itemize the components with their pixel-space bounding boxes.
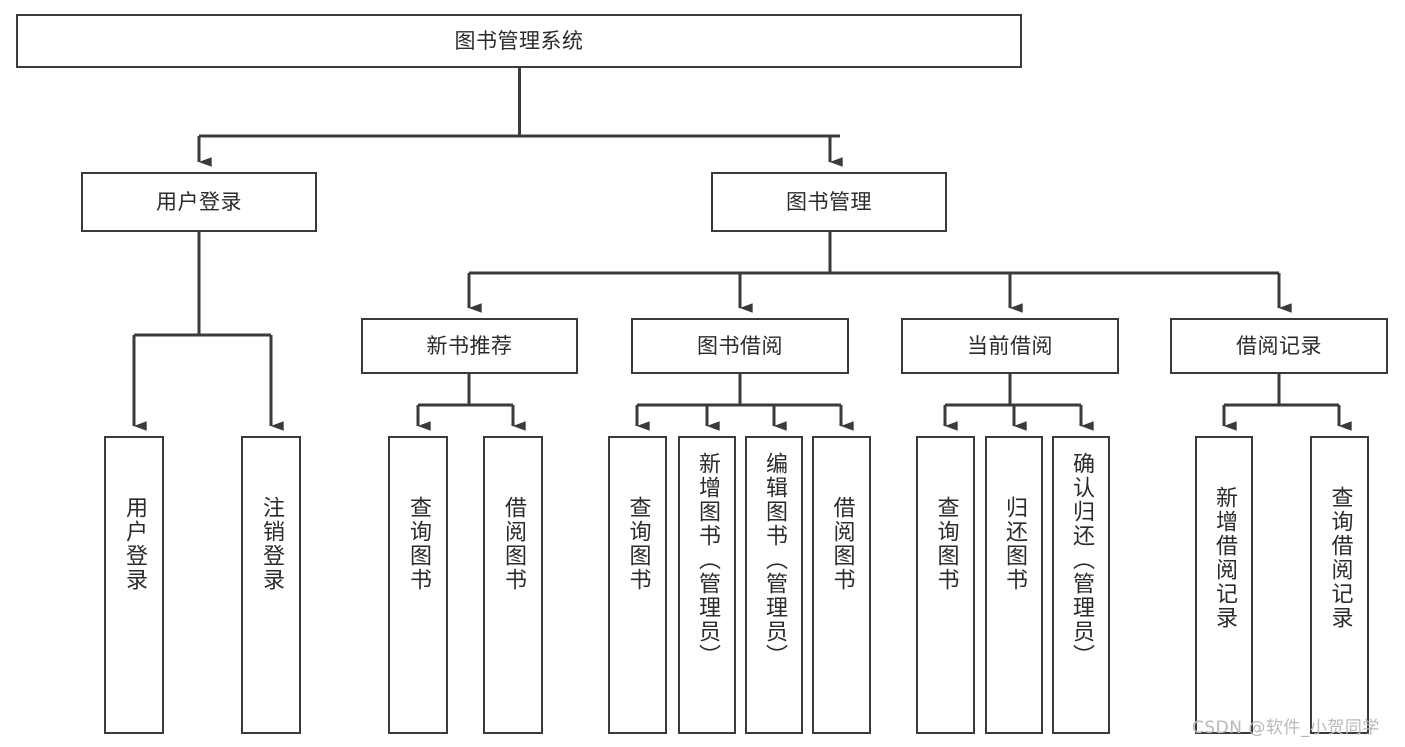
leaf-borrow-record-query-label: 查询借阅记录	[1327, 486, 1353, 630]
node-user-login[interactable]: 用户登录	[81, 172, 317, 232]
csdn-watermark: CSDN @软件_小贺同学	[1192, 718, 1380, 738]
node-book-borrow[interactable]: 图书借阅	[631, 318, 849, 374]
leaf-user-login-signout[interactable]: 注销登录	[241, 436, 301, 734]
node-root-label: 图书管理系统	[454, 28, 584, 53]
leaf-new-book-query[interactable]: 查询图书	[388, 436, 448, 734]
node-root[interactable]: 图书管理系统	[16, 14, 1022, 68]
leaf-book-borrow-query-label: 查询图书	[625, 496, 651, 592]
leaf-book-borrow-edit-label: 编辑图书（管理员）	[762, 452, 787, 668]
leaf-current-borrow-query-label: 查询图书	[933, 496, 959, 592]
node-current-borrow-label: 当前借阅	[967, 333, 1053, 358]
leaf-book-borrow-query[interactable]: 查询图书	[608, 436, 667, 734]
leaf-current-borrow-confirm[interactable]: 确认归还（管理员）	[1052, 436, 1110, 734]
node-new-book-recommend[interactable]: 新书推荐	[361, 318, 578, 374]
leaf-borrow-record-add-label: 新增借阅记录	[1212, 486, 1237, 630]
node-user-login-label: 用户登录	[156, 189, 242, 214]
leaf-current-borrow-return[interactable]: 归还图书	[985, 436, 1043, 734]
leaf-new-book-query-label: 查询图书	[406, 496, 431, 592]
leaf-new-book-borrow[interactable]: 借阅图书	[483, 436, 543, 734]
leaf-borrow-record-add[interactable]: 新增借阅记录	[1195, 436, 1253, 734]
leaf-current-borrow-return-label: 归还图书	[1002, 496, 1027, 592]
node-borrow-record-label: 借阅记录	[1236, 333, 1322, 358]
node-new-book-recommend-label: 新书推荐	[426, 333, 513, 358]
leaf-user-login-signout-label: 注销登录	[259, 496, 284, 592]
leaf-book-borrow-add-label: 新增图书（管理员）	[695, 452, 720, 668]
leaf-current-borrow-confirm-label: 确认归还（管理员）	[1069, 452, 1094, 668]
leaf-book-borrow-add[interactable]: 新增图书（管理员）	[678, 436, 736, 734]
leaf-current-borrow-query[interactable]: 查询图书	[916, 436, 975, 734]
node-book-borrow-label: 图书借阅	[697, 333, 783, 358]
node-current-borrow[interactable]: 当前借阅	[901, 318, 1119, 374]
leaf-book-borrow-lend-label: 借阅图书	[829, 496, 855, 592]
leaf-new-book-borrow-label: 借阅图书	[501, 496, 526, 592]
node-borrow-record[interactable]: 借阅记录	[1170, 318, 1388, 374]
leaf-borrow-record-query[interactable]: 查询借阅记录	[1310, 436, 1369, 734]
leaf-user-login-signin-label: 用户登录	[122, 496, 147, 592]
leaf-user-login-signin[interactable]: 用户登录	[104, 436, 164, 734]
node-book-management-label: 图书管理	[786, 189, 872, 214]
leaf-book-borrow-edit[interactable]: 编辑图书（管理员）	[745, 436, 803, 734]
leaf-book-borrow-lend[interactable]: 借阅图书	[812, 436, 871, 734]
node-book-management[interactable]: 图书管理	[711, 172, 947, 232]
